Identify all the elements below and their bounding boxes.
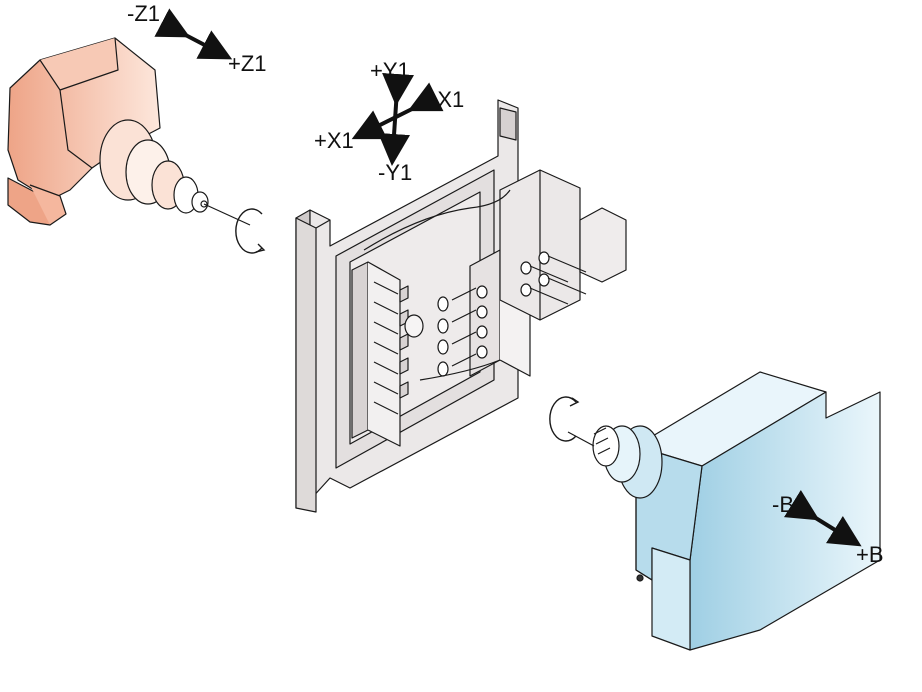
b-minus-label: -B bbox=[772, 492, 794, 517]
z1-rotation-arrow-icon bbox=[235, 208, 266, 254]
b-plus-label: +B bbox=[856, 542, 884, 567]
b-rotation-arrow-icon bbox=[549, 396, 580, 442]
xy1-axis-arrows bbox=[351, 72, 444, 166]
x1-plus-label: +X1 bbox=[314, 128, 354, 153]
z1-plus-label: +Z1 bbox=[228, 51, 267, 76]
x1-minus-label: -X1 bbox=[430, 87, 464, 112]
z1-spindle-head bbox=[7, 37, 251, 226]
b-axis-spindle-head bbox=[567, 371, 881, 651]
z1-minus-label: -Z1 bbox=[127, 1, 160, 26]
y1-plus-label: +Y1 bbox=[370, 58, 410, 83]
fixture-plate bbox=[295, 99, 627, 513]
z1-axis-arrow bbox=[154, 8, 233, 60]
b-axis-arrow bbox=[783, 489, 862, 547]
y1-minus-label: -Y1 bbox=[378, 160, 412, 185]
